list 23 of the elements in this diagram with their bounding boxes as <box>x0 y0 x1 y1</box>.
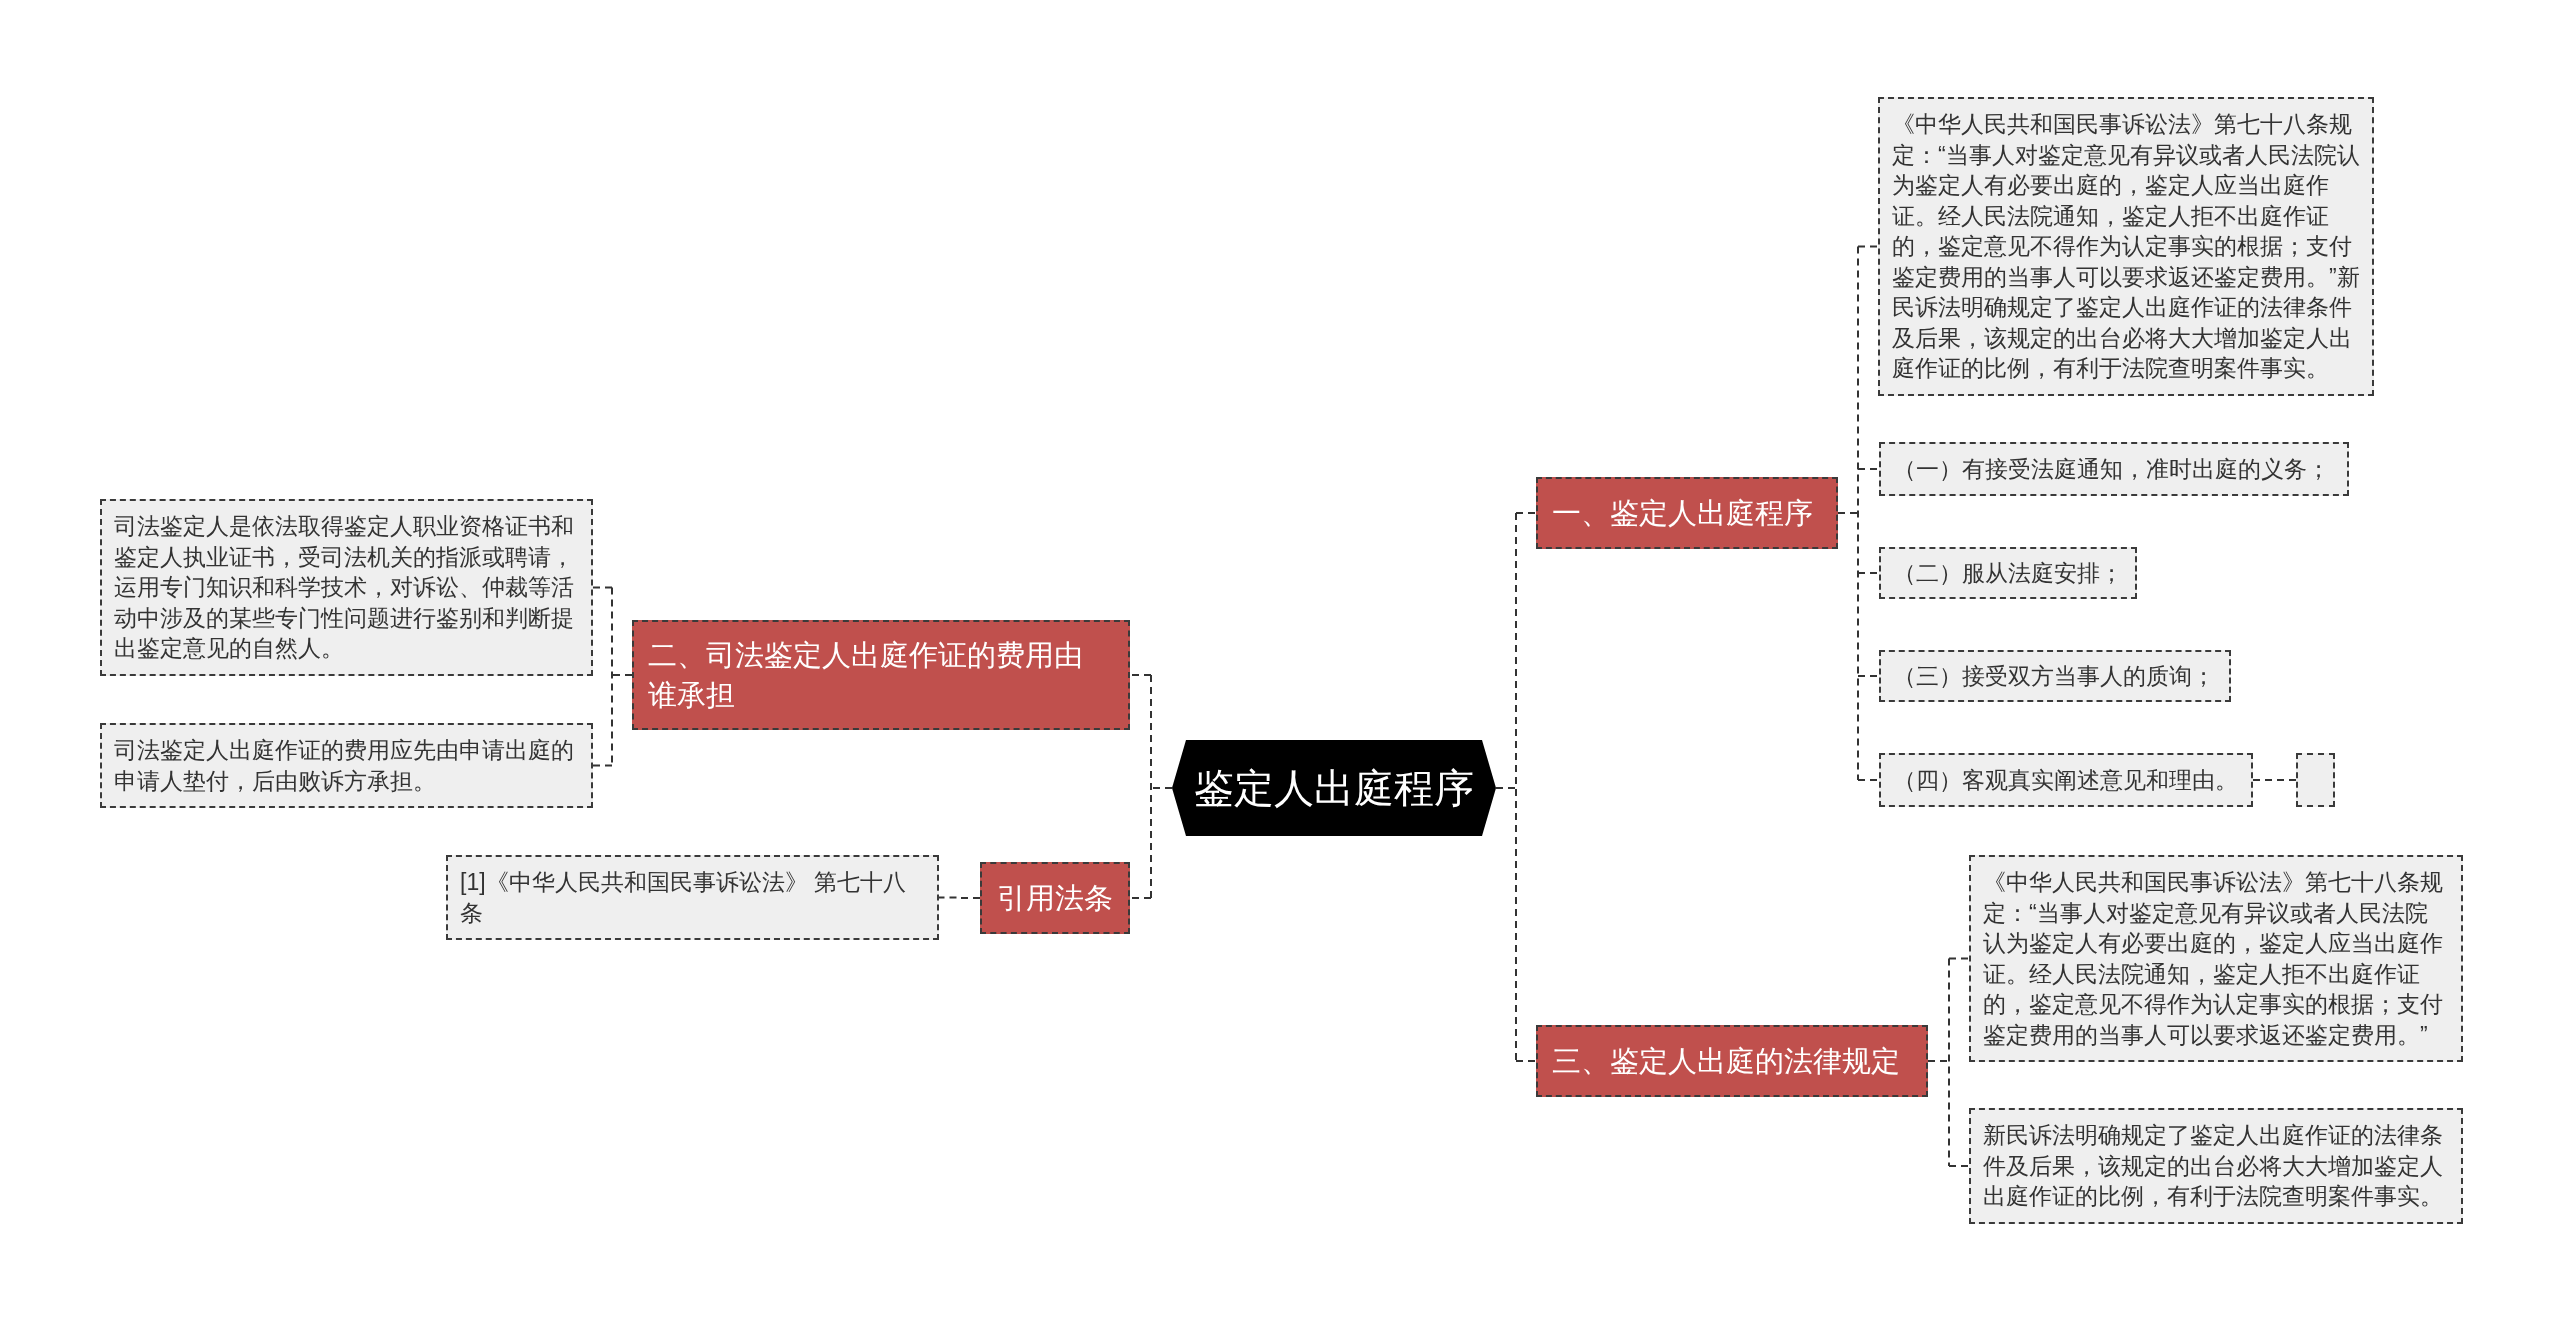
empty-box <box>2296 753 2335 807</box>
topic-box: 引用法条 <box>980 862 1130 934</box>
connector <box>592 586 633 767</box>
connector <box>1837 245 1880 781</box>
note-box: （二）服从法庭安排； <box>1879 547 2137 599</box>
note-box: 司法鉴定人是依法取得鉴定人职业资格证书和鉴定人执业证书，受司法机关的指派或聘请，运用专门知识和科学技术，对诉讼、仲裁等活动中涉及的某些专门性问题进行鉴别和判断提出鉴定意见的自然人。 <box>100 499 593 676</box>
note-box: （一）有接受法庭通知，准时出庭的义务； <box>1879 442 2349 496</box>
topic-box: 三、鉴定人出庭的法律规定 <box>1536 1025 1928 1097</box>
connector <box>1927 957 1970 1167</box>
note-box: （四）客观真实阐述意见和理由。 <box>1879 753 2253 807</box>
topic-box: 一、鉴定人出庭程序 <box>1536 477 1838 549</box>
note-box: [1]《中华人民共和国民事诉讼法》 第七十八条 <box>446 855 939 940</box>
note-box: 司法鉴定人出庭作证的费用应先由申请出庭的申请人垫付，后由败诉方承担。 <box>100 723 593 808</box>
note-box: 新民诉法明确规定了鉴定人出庭作证的法律条件及后果，该规定的出台必将大大增加鉴定人出庭作证的比例，有利于法院查明案件事实。 <box>1969 1108 2463 1224</box>
connector <box>1129 674 1173 899</box>
topic-box: 二、司法鉴定人出庭作证的费用由谁承担 <box>632 620 1130 730</box>
connector <box>2252 779 2297 781</box>
connector <box>938 896 981 899</box>
connector <box>1495 512 1537 1062</box>
central-topic: 鉴定人出庭程序 <box>1172 740 1496 836</box>
note-box: 《中华人民共和国民事诉讼法》第七十八条规定：“当事人对鉴定意见有异议或者人民法院认为鉴定人有必要出庭的，鉴定人应当出庭作证。经人民法院通知，鉴定人拒不出庭作证的，鉴定意见不得作为认定事实的根据；支付鉴定费用的当事人可以要求返还鉴定费用。” <box>1969 855 2463 1062</box>
note-box: 《中华人民共和国民事诉讼法》第七十八条规定：“当事人对鉴定意见有异议或者人民法院认为鉴定人有必要出庭的，鉴定人应当出庭作证。经人民法院通知，鉴定人拒不出庭作证的，鉴定意见不得作为认定事实的根据；支付鉴定费用的当事人可以要求返还鉴定费用。”新民诉法明确规定了鉴定人出庭作证的法律条件及后果，该规定的出台必将大大增加鉴定人出庭作证的比例，有利于法院查明案件事实。 <box>1878 97 2374 396</box>
note-box: （三）接受双方当事人的质询； <box>1879 650 2231 702</box>
